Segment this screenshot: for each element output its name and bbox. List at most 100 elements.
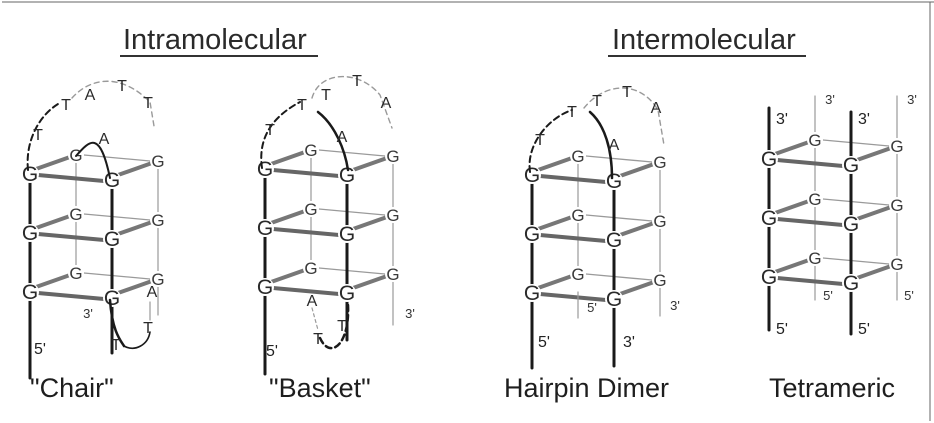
base-halo [256,278,274,296]
guanine-base: G [843,272,859,295]
base-halo [652,154,668,170]
thymine-base: T [567,104,577,121]
guanine-base: G [843,213,859,236]
base-halo [807,250,823,266]
loop-path [26,103,59,171]
tetrad-bond [822,139,890,147]
guanine-base: G [653,271,666,290]
guanine-base: G [386,147,399,166]
loop-path [123,331,151,349]
tetrad-bond [36,291,106,301]
base-halo [68,265,84,281]
base-halo [523,225,541,243]
guanine-base: G [653,212,666,231]
tetrad-bond [116,161,154,177]
thymine-base: T [321,87,331,104]
guanine-base: G [606,170,622,193]
thymine-base: T [33,127,43,144]
guanine-base: G [524,282,540,305]
adenine-base: A [147,284,158,301]
three-prime-label: 3' [907,92,917,107]
thymine-base: T [535,132,545,149]
guanine-base: G [843,154,859,177]
base-halo [150,271,166,287]
thymine-base: T [337,318,347,335]
loop-path [588,110,614,180]
guanine-base: G [761,266,777,289]
base-halo [150,212,166,228]
guanine-base: G [104,287,120,310]
base-halo [605,290,623,308]
tetrad-bond [538,174,608,184]
guanine-base: G [104,169,120,192]
base-halo [103,171,121,189]
base-halo [889,256,905,272]
tetrad-bond [271,168,341,178]
base-halo [21,283,39,301]
guanine-base: G [808,190,821,209]
tetrad-bond [855,146,893,162]
thymine-base: T [143,320,153,337]
guanine-base: G [69,205,82,224]
base-halo [605,231,623,249]
header-intramolecular: Intramolecular [123,24,307,56]
tetrad-bond [271,286,341,296]
guanine-base: G [22,281,38,304]
tetrad-bond [318,267,386,275]
five-prime-label: 5' [823,288,833,303]
base-halo [256,160,274,178]
base-halo [303,142,319,158]
five-prime-label: 5' [538,334,550,351]
base-halo [760,150,778,168]
tetrad-bond [34,155,72,171]
tetrad-bond [585,214,653,222]
guanine-base: G [606,288,622,311]
guanine-base: G [151,270,164,289]
tetrad-bond [585,273,653,281]
tetrad-bond [822,257,890,265]
base-halo [385,266,401,282]
loop-path [108,298,126,348]
guanine-base: G [257,276,273,299]
tetrad-bond [271,227,341,237]
five-prime-label: 5' [587,300,597,315]
base-halo [338,284,356,302]
guanine-base: G [606,229,622,252]
guanine-base: G [104,228,120,251]
three-prime-label: 3' [858,111,870,128]
adenine-base: A [381,95,392,112]
caption-basket: "Basket" [269,373,371,403]
guanine-base: G [22,222,38,245]
tetrad-bond [855,205,893,221]
guanine-base: G [151,152,164,171]
tetrad-bond [351,156,389,172]
thymine-base: T [352,73,362,90]
guanine-base: G [761,207,777,230]
base-halo [570,148,586,164]
tetrad-bond [775,217,845,227]
tetrad-bond [775,158,845,168]
tetrad-bond [34,214,72,230]
thymine-base: T [143,95,153,112]
thymine-base: T [117,78,127,95]
tetrad-bond [351,215,389,231]
guanine-base: G [890,196,903,215]
tetrad-bond [83,213,151,221]
tetrad-bond [116,279,154,295]
guanine-base: G [386,265,399,284]
guanine-base: G [304,141,317,160]
base-halo [68,206,84,222]
guanine-base: G [386,206,399,225]
tetrad-bond [538,292,608,302]
base-halo [338,166,356,184]
base-halo [385,207,401,223]
tetrad-bond [536,274,574,290]
five-prime-label: 5' [776,321,788,338]
guanine-base: G [808,249,821,268]
guanine-base: G [653,153,666,172]
adenine-base: A [85,87,96,104]
loop-path [316,110,350,172]
loop-path [528,109,573,173]
